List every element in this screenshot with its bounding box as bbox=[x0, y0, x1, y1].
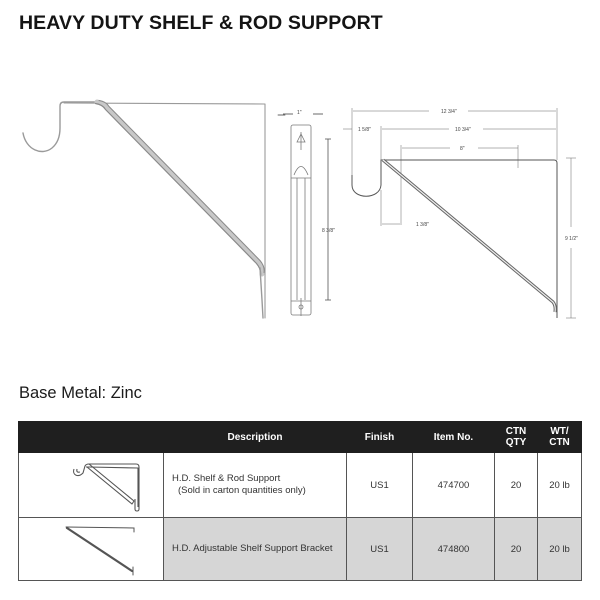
ctn-qty-cell: 20 bbox=[494, 452, 538, 518]
finish-cell: US1 bbox=[346, 517, 413, 581]
header-finish: Finish bbox=[346, 421, 413, 453]
header-image bbox=[18, 421, 164, 453]
header-description: Description bbox=[163, 421, 347, 453]
side-height-label: 8 3/8" bbox=[322, 228, 335, 234]
bracket-perspective-illustration bbox=[22, 99, 286, 319]
bracket-side-view bbox=[283, 113, 331, 316]
height-label: 9 1/2" bbox=[565, 236, 578, 242]
table-row: H.D. Shelf & Rod Support (Sold in carton… bbox=[18, 452, 582, 518]
slot-span-label: 8" bbox=[460, 146, 465, 152]
ctn-qty-cell: 20 bbox=[494, 517, 538, 581]
side-width-label: 1" bbox=[297, 110, 302, 116]
header-wt-ctn: WT/CTN bbox=[537, 421, 582, 453]
description-cell: H.D. Adjustable Shelf Support Bracket bbox=[163, 517, 347, 581]
item-no-cell: 474700 bbox=[412, 452, 495, 518]
wt-ctn-cell: 20 lb bbox=[537, 452, 582, 518]
base-metal-label: Base Metal: Zinc bbox=[19, 384, 142, 402]
bracket-dimension-drawing bbox=[343, 108, 576, 319]
page-title: HEAVY DUTY SHELF & ROD SUPPORT bbox=[19, 12, 383, 34]
finish-cell: US1 bbox=[346, 452, 413, 518]
product-thumbnail-cell bbox=[18, 517, 164, 581]
table-row: H.D. Adjustable Shelf Support Bracket US… bbox=[18, 517, 582, 581]
hook-offset-label: 1 5/8" bbox=[358, 127, 371, 133]
description-cell: H.D. Shelf & Rod Support (Sold in carton… bbox=[163, 452, 347, 518]
overall-length-label: 12 3/4" bbox=[441, 109, 457, 115]
adjustable-shelf-bracket-thumbnail bbox=[65, 526, 135, 576]
wt-ctn-cell: 20 lb bbox=[537, 517, 582, 581]
brace-offset-label: 1 3/8" bbox=[416, 222, 429, 228]
product-thumbnail-cell bbox=[18, 452, 164, 518]
arm-length-label: 10 3/4" bbox=[455, 127, 471, 133]
shelf-rod-support-thumbnail bbox=[73, 463, 140, 512]
product-drawings: 1" 8 3/8" 12 3/4" 1 5/8 bbox=[22, 99, 578, 319]
header-item-no: Item No. bbox=[412, 421, 495, 453]
item-no-cell: 474800 bbox=[412, 517, 495, 581]
